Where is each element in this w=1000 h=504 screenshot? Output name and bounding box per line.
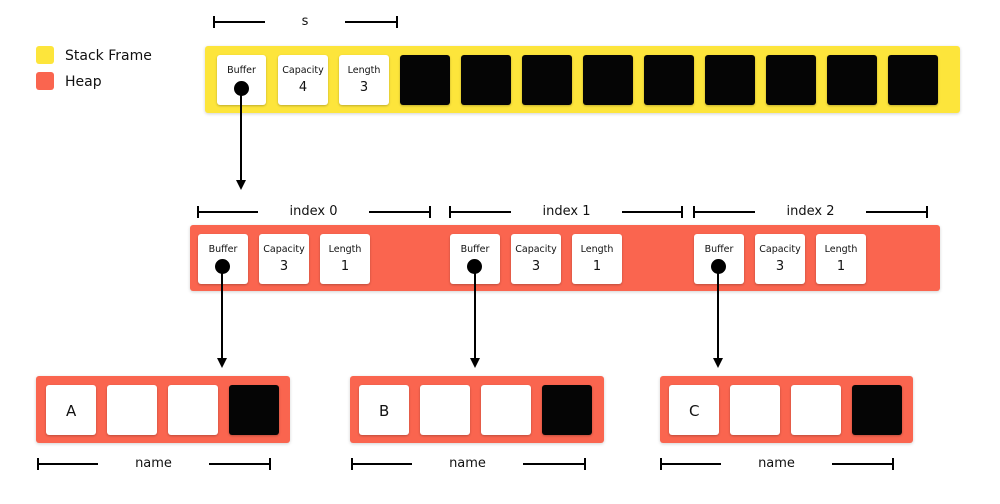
- string-buffer-0-filled-slot: [229, 385, 279, 435]
- string-buffer-2-char: C: [689, 402, 700, 420]
- stack-length-label: Length: [347, 65, 381, 76]
- legend-label-stack-frame: Stack Frame: [65, 48, 152, 64]
- legend-swatch-stack-frame: [36, 46, 54, 64]
- heap-element-0-buffer-label: Buffer: [208, 244, 238, 255]
- dimension-label-name-0: name: [135, 456, 172, 471]
- legend-swatch-heap: [36, 72, 54, 90]
- stack-slot: [705, 55, 755, 105]
- heap-element-1-buffer-label: Buffer: [460, 244, 490, 255]
- stack-slot: [400, 55, 450, 105]
- dimension-line-name-2: [660, 458, 894, 470]
- stack-buffer-cell: Buffer: [217, 55, 266, 105]
- string-buffer-2-char-cell: C: [669, 385, 719, 435]
- dimension-label-name-1: name: [449, 456, 486, 471]
- heap-element-0-capacity-label: Capacity: [263, 244, 305, 255]
- heap-element-0-pointer-dot: [215, 259, 230, 274]
- string-buffer-1-empty-slot: [420, 385, 470, 435]
- heap-element-0-length-cell: Length 1: [320, 234, 370, 284]
- heap-element-2-capacity-label: Capacity: [759, 244, 801, 255]
- dimension-line-index-1: [449, 206, 683, 218]
- stack-slot: [766, 55, 816, 105]
- stack-slot: [827, 55, 877, 105]
- string-buffer-0-empty-slot: [107, 385, 157, 435]
- stack-slot: [522, 55, 572, 105]
- heap-element-2-length-value: 1: [836, 259, 846, 274]
- stack-length-value: 3: [359, 80, 369, 95]
- stack-slot: [461, 55, 511, 105]
- stack-slot: [644, 55, 694, 105]
- heap-element-2-length-cell: Length 1: [816, 234, 866, 284]
- dimension-label-index-1: index 1: [542, 204, 591, 219]
- heap-element-2-buffer-label: Buffer: [704, 244, 734, 255]
- string-buffer-2-empty-slot: [791, 385, 841, 435]
- heap-vector-bar: [190, 225, 940, 291]
- heap-element-1-length-label: Length: [580, 244, 614, 255]
- string-buffer-1-filled-slot: [542, 385, 592, 435]
- dimension-line-name-0: [37, 458, 271, 470]
- stack-buffer-pointer-dot: [234, 81, 249, 96]
- string-buffer-1-empty-slot: [481, 385, 531, 435]
- heap-element-1-capacity-cell: Capacity 3: [511, 234, 561, 284]
- string-buffer-1-char-cell: B: [359, 385, 409, 435]
- stack-buffer-label: Buffer: [227, 65, 256, 76]
- dimension-line-name-1: [351, 458, 586, 470]
- heap-element-2-capacity-cell: Capacity 3: [755, 234, 805, 284]
- dimension-line-s: [213, 16, 398, 28]
- heap-element-1-pointer-dot: [467, 259, 482, 274]
- legend-label-heap: Heap: [65, 74, 102, 90]
- heap-element-0-capacity-cell: Capacity 3: [259, 234, 309, 284]
- dimension-label-s: s: [301, 14, 309, 29]
- heap-element-1-length-value: 1: [592, 259, 602, 274]
- stack-capacity-value: 4: [298, 80, 308, 95]
- heap-element-1-length-cell: Length 1: [572, 234, 622, 284]
- heap-element-2-pointer-dot: [711, 259, 726, 274]
- heap-element-2-length-label: Length: [824, 244, 858, 255]
- dimension-label-index-2: index 2: [786, 204, 835, 219]
- stack-slot: [888, 55, 938, 105]
- string-buffer-0-char-cell: A: [46, 385, 96, 435]
- dimension-line-index-2: [693, 206, 928, 218]
- heap-element-1-capacity-label: Capacity: [515, 244, 557, 255]
- heap-element-0-length-value: 1: [340, 259, 350, 274]
- string-buffer-1-char: B: [379, 402, 390, 420]
- stack-capacity-cell: Capacity 4: [278, 55, 328, 105]
- dimension-label-index-0: index 0: [289, 204, 338, 219]
- heap-element-0-length-label: Length: [328, 244, 362, 255]
- stack-length-cell: Length 3: [339, 55, 389, 105]
- heap-element-2-capacity-value: 3: [775, 259, 785, 274]
- string-buffer-2-filled-slot: [852, 385, 902, 435]
- heap-element-0-capacity-value: 3: [279, 259, 289, 274]
- heap-element-1-capacity-value: 3: [531, 259, 541, 274]
- dimension-label-name-2: name: [758, 456, 795, 471]
- stack-capacity-label: Capacity: [282, 65, 324, 76]
- string-buffer-2-empty-slot: [730, 385, 780, 435]
- string-buffer-0-char: A: [66, 402, 77, 420]
- string-buffer-0-empty-slot: [168, 385, 218, 435]
- dimension-line-index-0: [197, 206, 431, 218]
- stack-slot: [583, 55, 633, 105]
